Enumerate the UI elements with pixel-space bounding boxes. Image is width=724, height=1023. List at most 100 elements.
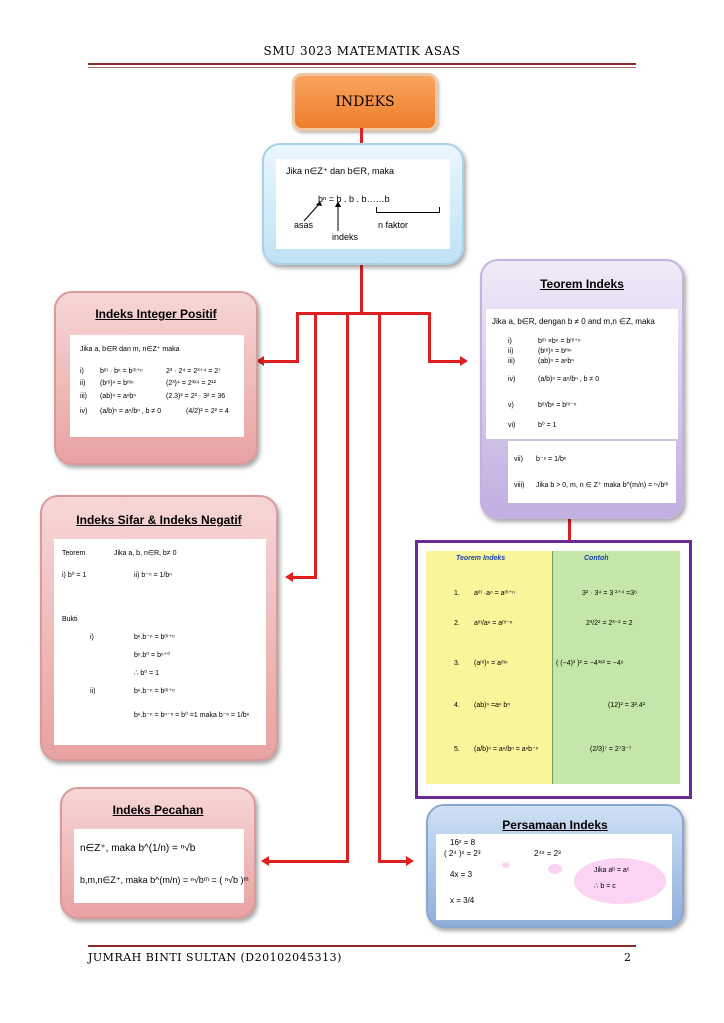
arrow-right: [460, 356, 468, 366]
cloud-bubble: [502, 862, 510, 868]
persamaan-card: Persamaan Indeks 16ˣ = 8 ( 2⁴ )ˣ = 2³ 2⁴…: [426, 804, 684, 928]
rule-number: ii): [508, 348, 514, 355]
rule-text: bᵐ/bⁿ = bᵐ⁻ⁿ: [538, 402, 577, 409]
rule-text: b⁰ = 1: [538, 422, 557, 429]
document-header: SMU 3023 MATEMATIK ASAS: [263, 44, 461, 58]
contoh-example: 3² · 3⁴ = 3 ²⁺⁴ =3⁶: [582, 590, 638, 597]
rule-text: bᵐ · bⁿ = bᵐ⁺ⁿ: [100, 368, 143, 375]
proof-line: ∴ b⁰ = 1: [134, 670, 159, 677]
sifar-body: Teorem Jika a, b, n∈R, b≠ 0 i) b⁰ = 1 ii…: [54, 539, 266, 745]
pecahan-rule-1: n∈Z⁺, maka b^(1/n) = ⁿ√b: [80, 843, 196, 854]
asas-label: asas: [294, 220, 314, 230]
contoh-rule: (a/b)ⁿ = aⁿ/bⁿ = aⁿb⁻ⁿ: [474, 746, 539, 753]
rule-number: iii): [508, 358, 515, 365]
contoh-table: Teorem Indeks Contoh 1. aᵐ ·aⁿ = aᵐ⁺ⁿ 3²…: [415, 540, 692, 799]
contoh-left-column: [426, 551, 552, 784]
persamaan-title: Persamaan Indeks: [502, 818, 608, 832]
contoh-example: (12)² = 3².4²: [608, 702, 646, 709]
proof-line: bⁿ.b⁻ⁿ = bⁿ⁻ⁿ = b⁰ =1 maka b⁻ⁿ = 1/bⁿ: [134, 712, 250, 719]
cloud-bubble: [548, 864, 562, 874]
pecahan-title: Indeks Pecahan: [112, 803, 204, 817]
teorem-body: Jika a, b∈R, dengan b ≠ 0 and m,n ∈Z, ma…: [486, 309, 678, 439]
connector: [378, 860, 408, 863]
teorem-label: Teorem: [62, 550, 86, 557]
n-faktor-bracket: [376, 207, 440, 213]
arrow-left: [261, 856, 269, 866]
connector: [296, 312, 430, 315]
pecahan-rule-2: b,m,n∈Z⁺, maka b^(m/n) = ⁿ√bᵐ = ( ⁿ√b )ᵐ: [80, 875, 249, 885]
rule-number: ii): [80, 380, 86, 387]
footer-rule: [88, 945, 636, 947]
contoh-rule: (aᵐ)ⁿ = aᵐⁿ: [474, 660, 508, 667]
rule-number: i): [508, 338, 512, 345]
rule-text: (ab)ⁿ = aⁿbⁿ: [100, 393, 136, 400]
connector: [428, 312, 431, 362]
n-faktor-label: n faktor: [378, 220, 409, 230]
contoh-number: 2.: [454, 620, 460, 627]
sifar-rule-ii: ii) b⁻ⁿ = 1/bⁿ: [134, 572, 172, 579]
rule-number: iv): [508, 376, 516, 383]
teorem-title: Teorem Indeks: [540, 277, 624, 291]
rule-example: (4/2)² = 2² = 4: [186, 408, 229, 415]
rule-text: (bᵐ)ⁿ = bᵐⁿ: [538, 348, 572, 355]
cloud-text: ∴ b = c: [594, 883, 616, 890]
footer-author: JUMRAH BINTI SULTAN (D20102045313): [88, 951, 342, 964]
persamaan-step: x = 3/4: [450, 896, 475, 905]
connector: [346, 312, 349, 862]
bukti-label: Bukti: [62, 616, 78, 623]
connector: [360, 262, 363, 314]
rule-example: (2.3)² = 2² · 3² = 36: [166, 393, 226, 400]
contoh-rule: (ab)ⁿ =aⁿ bⁿ: [474, 702, 510, 709]
contoh-number: 1.: [454, 590, 460, 597]
arrow-left: [256, 356, 264, 366]
cloud-text: Jika aᵇ = aᶜ: [594, 867, 630, 874]
connector: [378, 312, 381, 862]
rule-text: (a/b)ⁿ = aⁿ/bⁿ , b ≠ 0: [100, 408, 162, 415]
integer-positif-title: Indeks Integer Positif: [95, 307, 217, 321]
rule-text: (bᵐ)ⁿ = bᵐⁿ: [100, 380, 134, 387]
root-label: INDEKS: [335, 94, 395, 110]
connector: [314, 312, 317, 578]
contoh-number: 4.: [454, 702, 460, 709]
root-box: INDEKS: [292, 73, 438, 131]
rule-text: (ab)ⁿ = aⁿbⁿ: [538, 358, 574, 365]
proof-number: ii): [90, 688, 96, 695]
definition-arrows: [303, 201, 341, 231]
contoh-head-right: Contoh: [584, 555, 609, 562]
cloud-shape: [574, 858, 666, 904]
arrow-left: [285, 572, 293, 582]
contoh-example: ( (−4)³ )² = −4³ˣ² = −4⁶: [556, 660, 624, 667]
contoh-example: (2/3)⁷ = 2⁷3⁻⁷: [590, 746, 632, 753]
persamaan-step: 2⁴ˣ = 2³: [534, 849, 561, 858]
teorem-text: Jika a, b, n∈R, b≠ 0: [114, 550, 177, 557]
rule-example: 2³ · 2⁴ = 2³⁺⁴ = 2⁷: [166, 368, 221, 375]
arrow-right: [406, 856, 414, 866]
pecahan-body: n∈Z⁺, maka b^(1/n) = ⁿ√b b,m,n∈Z⁺, maka …: [74, 829, 249, 903]
contoh-right-column: [552, 551, 680, 784]
definition-intro: Jika n∈Z⁺ dan b∈R, maka: [286, 166, 394, 176]
proof-number: i): [90, 634, 94, 641]
rule-text: (a/b)ⁿ = aⁿ/bⁿ , b ≠ 0: [538, 376, 600, 383]
persamaan-step: 4x = 3: [450, 870, 473, 879]
persamaan-step: ( 2⁴ )ˣ = 2³: [444, 849, 481, 858]
integer-positif-card: Indeks Integer Positif Jika a, b∈R dan m…: [54, 291, 258, 465]
definition-body: Jika n∈Z⁺ dan b∈R, maka bⁿ = b . b . b………: [276, 159, 450, 249]
column-divider: [552, 551, 553, 784]
definition-card: Jika n∈Z⁺ dan b∈R, maka bⁿ = b . b . b………: [262, 143, 464, 265]
rule-number: iv): [80, 408, 88, 415]
contoh-example: 2³/2² = 2³⁻² = 2: [586, 620, 633, 627]
header-rule-thin: [88, 67, 636, 68]
teorem-card: Teorem Indeks Jika a, b∈R, dengan b ≠ 0 …: [480, 259, 684, 519]
header-rule: [88, 63, 636, 65]
integer-positif-intro: Jika a, b∈R dan m, n∈Z⁺ maka: [80, 346, 180, 353]
rule-number: vi): [508, 422, 516, 429]
rule-example: (2³)⁴ = 2³ˣ⁴ = 2¹²: [166, 380, 216, 387]
proof-line: bⁿ.b⁻ⁿ = bᵐ⁺ⁿ: [134, 688, 175, 695]
contoh-number: 3.: [454, 660, 460, 667]
connector: [568, 518, 571, 540]
rule-number: iii): [80, 393, 87, 400]
connector: [292, 576, 317, 579]
contoh-head-left: Teorem Indeks: [456, 555, 506, 562]
connector: [268, 860, 349, 863]
sifar-rule-i: i) b⁰ = 1: [62, 572, 87, 579]
